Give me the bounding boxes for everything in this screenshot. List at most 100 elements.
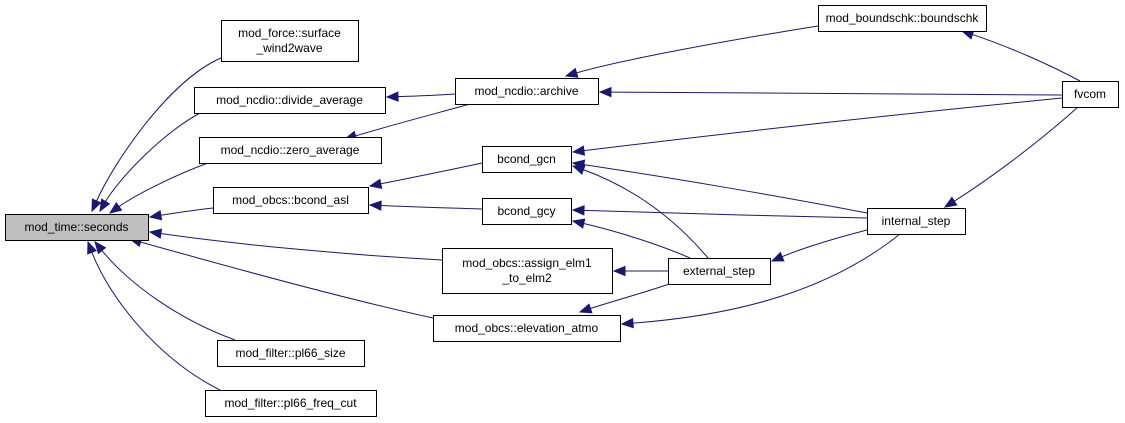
- node-box[interactable]: [482, 198, 572, 225]
- edge-line: [582, 222, 691, 259]
- node-pl66-size[interactable]: mod_filter::pl66_size: [217, 340, 365, 367]
- arrow-head: [598, 86, 612, 98]
- edge-elevation_atmo-to-seconds: [128, 237, 434, 319]
- node-box[interactable]: [818, 5, 987, 32]
- node-box[interactable]: [213, 187, 369, 214]
- node-label: mod_boundschk::boundschk: [826, 11, 980, 25]
- edge-line: [582, 168, 709, 259]
- node-box[interactable]: [199, 137, 382, 164]
- arrow-head: [612, 265, 626, 277]
- edge-external_step-to-elevation_atmo: [578, 282, 673, 314]
- node-external-step[interactable]: external_step: [668, 258, 771, 285]
- node-box[interactable]: [867, 208, 966, 235]
- arrow-head: [571, 145, 586, 156]
- node-box[interactable]: [194, 87, 386, 114]
- arrow-head: [385, 91, 399, 102]
- node-label: mod_filter::pl66_freq_cut: [224, 396, 357, 410]
- arrow-head: [770, 251, 785, 262]
- node-seconds[interactable]: mod_time::seconds: [5, 214, 149, 241]
- edge-line: [117, 162, 209, 208]
- node-label: bcond_gcy: [497, 204, 555, 218]
- node-label: _wind2wave: [255, 41, 322, 55]
- arrow-head: [571, 164, 586, 175]
- node-pl66-freq-cut[interactable]: mod_filter::pl66_freq_cut: [205, 390, 377, 417]
- edge-line: [631, 233, 901, 324]
- edge-pl66_size-to-seconds: [94, 240, 236, 341]
- arrow-head: [943, 196, 958, 208]
- edge-bcond_gcn-to-bcond_asl: [368, 162, 483, 189]
- edge-line: [354, 103, 471, 137]
- edge-archive-to-divide_average: [385, 91, 456, 102]
- edge-line: [91, 251, 221, 391]
- arrow-head: [148, 228, 163, 239]
- node-internal-step[interactable]: internal_step: [867, 208, 966, 235]
- node-box[interactable]: [455, 78, 599, 105]
- edge-divide_average-to-seconds: [99, 112, 201, 213]
- node-label: mod_obcs::bcond_asl: [232, 193, 349, 207]
- node-label: mod_time::seconds: [24, 220, 128, 234]
- edge-fvcom-to-bcond_gcn: [571, 97, 1063, 156]
- node-box[interactable]: [433, 315, 621, 342]
- node-box[interactable]: [221, 20, 359, 62]
- arrow-head: [571, 218, 586, 229]
- node-label: external_step: [683, 264, 755, 278]
- node-assign-elm1[interactable]: mod_obcs::assign_elm1_to_elm2: [442, 248, 613, 294]
- edge-fvcom-to-boundschk: [960, 29, 1081, 82]
- node-box[interactable]: [217, 340, 365, 367]
- edge-line: [971, 33, 1081, 82]
- arrow-head: [620, 317, 634, 329]
- edge-line: [781, 229, 868, 258]
- edge-assign_elm1-to-seconds: [148, 228, 443, 261]
- edge-external_step-to-assign_elm1: [612, 265, 669, 277]
- edge-line: [589, 282, 673, 310]
- edge-bcond_gcy-to-bcond_asl: [368, 200, 483, 211]
- node-box[interactable]: [205, 390, 377, 417]
- edge-line: [582, 209, 868, 219]
- node-fvcom[interactable]: fvcom: [1062, 81, 1119, 108]
- edge-wind2wave-to-seconds: [91, 57, 222, 213]
- node-box[interactable]: [668, 258, 771, 285]
- node-label: _to_elm2: [501, 271, 552, 285]
- arrow-head: [578, 303, 593, 314]
- arrow-head: [99, 198, 111, 213]
- arrow-head: [148, 210, 163, 221]
- edge-line: [379, 204, 483, 210]
- edge-internal_step-to-bcond_gcy: [571, 205, 868, 219]
- edge-internal_step-to-elevation_atmo: [620, 233, 901, 329]
- node-label: internal_step: [882, 214, 951, 228]
- edge-bcond_asl-to-seconds: [148, 207, 214, 221]
- arrow-head: [94, 240, 107, 255]
- node-bcond-gcn[interactable]: bcond_gcn: [482, 146, 572, 173]
- edge-fvcom-to-internal_step: [943, 106, 1079, 208]
- node-box[interactable]: [482, 146, 572, 173]
- edge-line: [575, 25, 819, 74]
- node-archive[interactable]: mod_ncdio::archive: [455, 78, 599, 105]
- arrow-head: [368, 200, 382, 211]
- node-box[interactable]: [1062, 81, 1119, 108]
- node-elevation-atmo[interactable]: mod_obcs::elevation_atmo: [433, 315, 621, 342]
- node-box[interactable]: [442, 248, 613, 294]
- arrow-head: [108, 202, 123, 214]
- edge-line: [609, 91, 1063, 96]
- edge-line: [159, 207, 214, 216]
- edge-line: [582, 163, 868, 214]
- edge-external_step-to-bcond_gcy: [571, 218, 691, 259]
- node-label: mod_obcs::elevation_atmo: [455, 321, 599, 335]
- edge-boundschk-to-archive: [564, 25, 819, 78]
- arrow-head: [91, 198, 102, 213]
- edge-line: [953, 106, 1079, 203]
- node-bcond-asl[interactable]: mod_obcs::bcond_asl: [213, 187, 369, 214]
- edge-line: [104, 112, 201, 203]
- node-boundschk[interactable]: mod_boundschk::boundschk: [818, 5, 987, 32]
- node-label: mod_filter::pl66_size: [235, 346, 345, 360]
- node-wind2wave[interactable]: mod_force::surface_wind2wave: [221, 20, 359, 62]
- edge-line: [159, 232, 443, 261]
- node-zero-average[interactable]: mod_ncdio::zero_average: [199, 137, 382, 164]
- node-box[interactable]: [5, 214, 149, 241]
- node-label: mod_ncdio::divide_average: [216, 93, 363, 107]
- arrow-head: [564, 67, 579, 78]
- edge-line: [582, 97, 1063, 152]
- node-bcond-gcy[interactable]: bcond_gcy: [482, 198, 572, 225]
- node-divide-average[interactable]: mod_ncdio::divide_average: [194, 87, 386, 114]
